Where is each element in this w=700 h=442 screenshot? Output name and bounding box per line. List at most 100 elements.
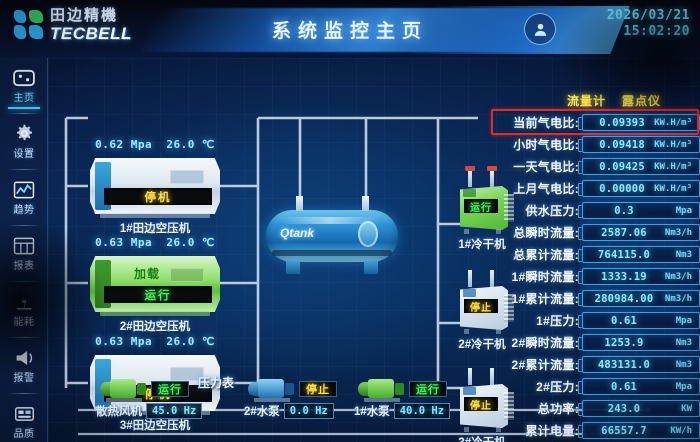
tank-nozzle-inlet — [296, 196, 303, 211]
measurement-field[interactable]: 66557.7 KW/h — [578, 422, 700, 439]
compressor-1-caption: 1#田边空压机 — [119, 223, 191, 235]
panel-header-flowmeter: 流量计 — [566, 94, 606, 108]
gear-icon — [12, 123, 36, 144]
water-pump-2-icon — [248, 376, 294, 402]
dryer-2-stack-b — [490, 270, 494, 287]
measurement-value: 0.09425 — [599, 160, 645, 173]
sidebar-item-label: 品质 — [13, 429, 35, 440]
dryer-1-stack-b — [487, 166, 497, 187]
table-icon — [12, 235, 36, 256]
measurement-value: 66557.7 — [601, 424, 647, 437]
user-account-button[interactable] — [524, 13, 556, 45]
water-pump-1-caption: 1#水泵 — [354, 406, 390, 418]
measurement-unit: Mpa — [675, 381, 692, 392]
measurement-unit: KW.H/m³ — [654, 117, 692, 128]
water-pump-1-status: 运行 — [409, 381, 447, 397]
sidebar-item-quality[interactable]: 品质 — [0, 394, 48, 442]
app-header: 田边精機 TECBELL 系统监控主页 2026/03/21 15:02:20 — [0, 0, 700, 58]
sidebar-item-label: 报警 — [13, 373, 35, 384]
dryer-1-status-text: 运行 — [470, 202, 492, 214]
measurement-unit: KW/h — [670, 425, 692, 436]
compressor-2-caption: 2#田边空压机 — [119, 321, 191, 333]
sidebar-item-alarm[interactable]: 报警 — [0, 338, 48, 393]
measurement-row: 累计电量: 66557.7 KW/h — [500, 420, 700, 441]
panel-header: 流量计 露点仪 — [500, 92, 700, 109]
measurement-label: 供水压力: — [525, 204, 579, 218]
measurement-label: 2#压力: — [536, 380, 579, 394]
alarm-icon — [12, 347, 36, 368]
sidebar-item-report[interactable]: 报表 — [0, 226, 48, 281]
compressor-3-readout: 0.63 Mpa 26.0 ℃ — [95, 335, 215, 348]
cooling-fan-unit[interactable]: 运行 散热风机 45.0 Hz — [96, 376, 203, 419]
energy-icon — [12, 291, 36, 312]
dryer-2-status: 停止 — [464, 299, 498, 314]
air-receiver-tank[interactable]: Qtank — [266, 196, 398, 274]
tank-leg-right — [364, 261, 378, 274]
measurement-label: 1#累计流量: — [511, 292, 579, 306]
cooling-fan-status: 运行 — [151, 381, 189, 397]
measurement-label: 小时气电比: — [513, 138, 579, 152]
water-pump-1-icon — [358, 376, 404, 402]
measurement-label: 累计电量: — [525, 424, 579, 438]
compressor-2-vent — [170, 268, 204, 282]
chart-line-icon — [12, 179, 36, 200]
measurement-value: 0.61 — [610, 380, 638, 393]
compressor-1-status: 停机 — [104, 188, 212, 205]
dryer-2-stack-a — [468, 270, 472, 287]
compressor-unit-2[interactable]: 0.63 Mpa 26.0 ℃ 加载 运行 2#田边空压机 — [90, 236, 220, 333]
current-time: 15:02:20 — [623, 24, 690, 40]
measurement-unit: Nm3/h — [664, 271, 692, 282]
cooling-fan-icon — [100, 376, 146, 402]
measurement-label: 总功率: — [537, 402, 579, 416]
dryer-3-status-text: 停止 — [470, 400, 492, 412]
sidebar-item-settings[interactable]: 设置 — [0, 114, 48, 169]
measurement-unit: Nm3/h — [664, 227, 692, 238]
dryer-2-status-text: 停止 — [470, 302, 492, 314]
water-pump-1-frequency: 40.0 Hz — [393, 403, 451, 419]
measurement-label: 总累计流量: — [513, 248, 579, 262]
measurement-value: 1333.19 — [601, 270, 647, 283]
water-pump-2-unit[interactable]: 停止 2#水泵 0.0 Hz — [244, 376, 337, 419]
compressor-2-load-tag: 加载 — [134, 267, 161, 281]
cooling-fan-frequency: 45.0 Hz — [146, 403, 203, 419]
sidebar-item-home[interactable]: 主页 — [0, 58, 48, 113]
measurement-field[interactable]: 0.61 Mpa — [578, 378, 700, 395]
sidebar-item-trend[interactable]: 趋势 — [0, 170, 48, 225]
sidebar-nav: 主页 设置 趋势 — [0, 58, 48, 442]
measurement-unit: Mpa — [675, 315, 692, 326]
water-pump-1-unit[interactable]: 运行 1#水泵 40.0 Hz — [354, 376, 451, 419]
compressor-3-caption: 3#田边空压机 — [119, 420, 191, 432]
home-icon — [12, 67, 36, 88]
tank-leg-left — [286, 261, 300, 274]
measurement-field[interactable]: 1333.19 Nm3/h — [578, 268, 700, 285]
sidebar-item-energy[interactable]: 能耗 — [0, 282, 48, 337]
water-pump-2-frequency: 0.0 Hz — [283, 403, 334, 419]
compressor-2-status: 运行 — [104, 286, 212, 303]
quality-icon — [12, 403, 36, 424]
water-pump-2-caption: 2#水泵 — [244, 406, 280, 418]
compressor-unit-1[interactable]: 0.62 Mpa 26.0 ℃ 停机 1#田边空压机 — [90, 138, 220, 235]
measurement-value: 483131.0 — [597, 358, 651, 371]
compressor-1-body: 停机 — [90, 158, 220, 218]
measurement-unit: Nm3 — [675, 249, 692, 260]
